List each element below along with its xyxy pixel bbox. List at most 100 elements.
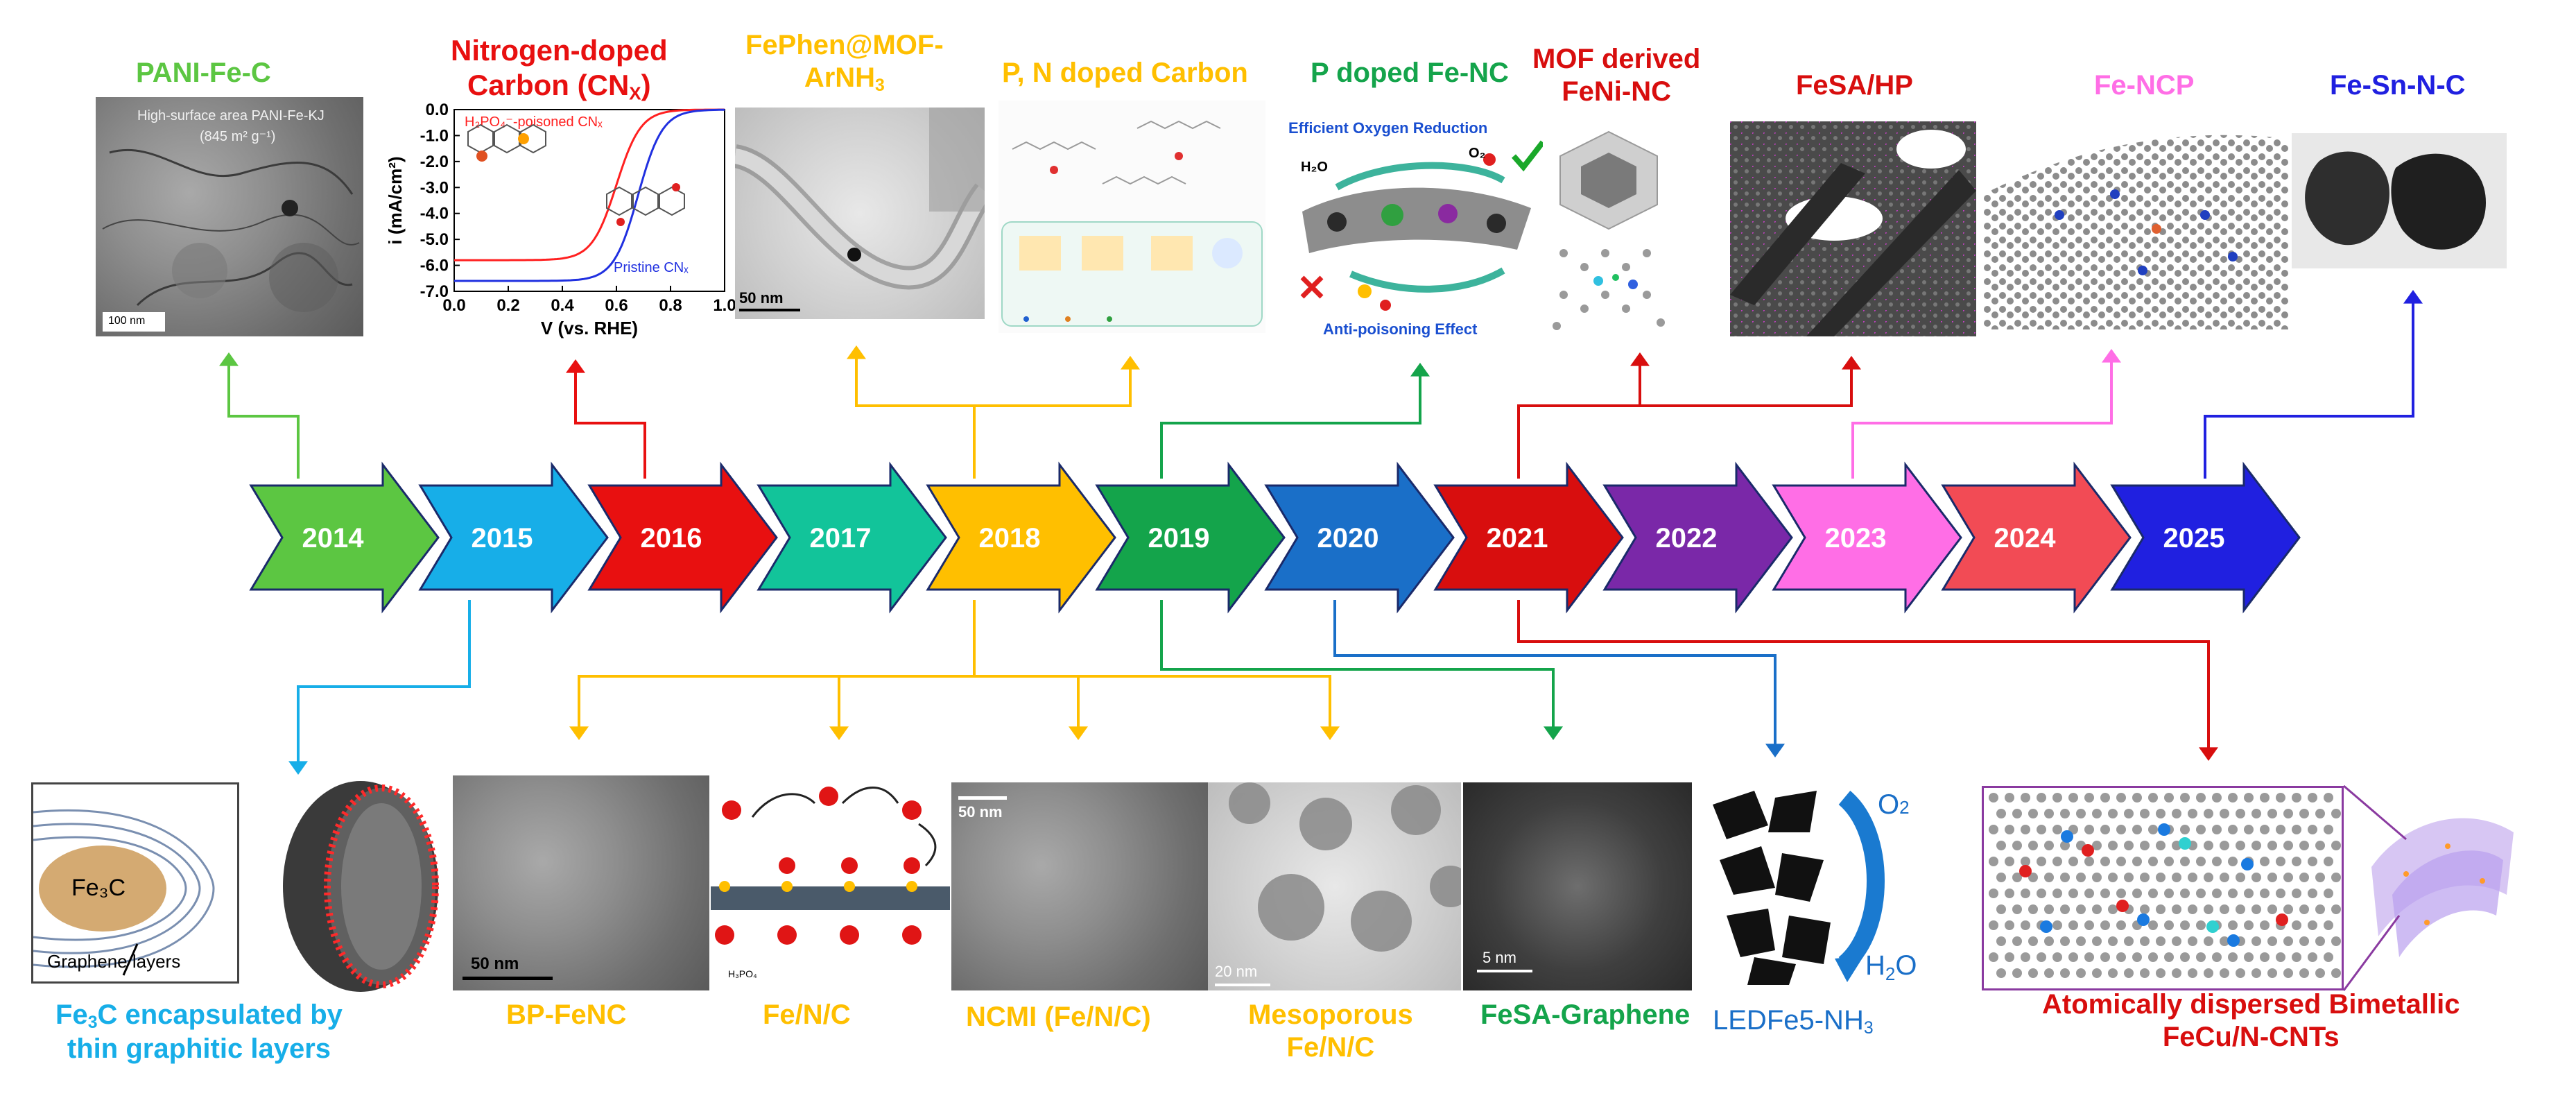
label-ncmi: NCMI (Fe/N/C) xyxy=(966,1002,1151,1032)
cnx-xtick: 0.0 xyxy=(442,296,465,315)
led-h2o: H2O xyxy=(1865,950,1917,984)
connector-bp xyxy=(578,600,976,735)
connector-arrowhead xyxy=(1121,356,1140,370)
connector-arrowhead xyxy=(1765,744,1785,757)
connector-fesahp xyxy=(1640,361,1853,407)
cnx-xlabel: V (vs. RHE) xyxy=(541,318,638,338)
cnx-ytick: -6.0 xyxy=(420,257,449,275)
pfe-o2: O₂ xyxy=(1469,146,1486,161)
pani-caption-1: High-surface area PANI-Fe-KJ xyxy=(137,108,325,123)
connector-arrowhead xyxy=(219,352,239,366)
fe3c-layers-svg xyxy=(33,809,215,976)
pfe-h2o: H₂O xyxy=(1301,160,1328,175)
connector-pn xyxy=(974,361,1132,407)
cnx-xtick: 0.8 xyxy=(659,296,682,315)
cnx-ytick: -1.0 xyxy=(420,126,449,145)
cnx-legend-pristine: Pristine CNₓ xyxy=(614,260,689,275)
bim-nanotube-svg xyxy=(2371,818,2514,957)
fesn-svg xyxy=(2305,151,2486,250)
connector-pfe xyxy=(1160,368,1421,479)
fesag-scale-label: 5 nm xyxy=(1483,949,1516,966)
connector-arrowhead xyxy=(1544,726,1563,740)
connector-arrowhead xyxy=(1410,363,1430,377)
connector-feni xyxy=(1517,357,1641,479)
label-bp: BP-FeNC xyxy=(506,999,627,1030)
year-arrow-2022 xyxy=(1602,461,1793,614)
fe3c-sphere xyxy=(277,775,444,997)
connector-arrowhead xyxy=(1842,356,1861,370)
year-arrow-2023 xyxy=(1772,461,1962,614)
ncmi-tem-image: 50 nm xyxy=(951,782,1208,990)
label-fenc: Fe/N/C xyxy=(763,999,851,1030)
label-fe3c-line2: thin graphitic layers xyxy=(67,1033,331,1065)
led-scheme-svg xyxy=(1713,791,1885,985)
label-pn: P, N doped Carbon xyxy=(1002,58,1248,88)
year-arrow-2017 xyxy=(757,461,947,614)
connector-arrowhead xyxy=(1069,726,1088,740)
fe3c-layers-label: Graphene layers xyxy=(47,951,181,972)
label-pani: PANI-Fe-C xyxy=(136,58,271,88)
year-arrow-2015 xyxy=(418,461,609,614)
connector-fencp xyxy=(1851,354,2113,479)
label-bim: Atomically dispersed Bimetallic FeCu/N-C… xyxy=(2042,988,2460,1054)
connector-meso xyxy=(974,675,1331,735)
fesag-scale-bar xyxy=(1477,970,1532,972)
led-scheme: O2 H2O xyxy=(1699,777,1921,992)
fephen-scale-label: 50 nm xyxy=(739,289,784,307)
bim-lattice xyxy=(1982,786,2344,990)
connector-arrowhead xyxy=(288,761,308,775)
year-arrow-2014 xyxy=(249,461,440,614)
cnx-legend-poisoned: H₂PO₄⁻-poisoned CNₓ xyxy=(465,114,603,130)
ncmi-scale-bar xyxy=(958,796,1007,800)
cnx-xtick: 1.0 xyxy=(713,296,736,315)
meso-scale-label: 20 nm xyxy=(1215,963,1258,980)
meso-scale-bar xyxy=(1215,984,1270,986)
year-arrow-2019 xyxy=(1095,461,1286,614)
fephen-tem-image: 50 nm xyxy=(735,108,985,319)
bp-scale-bar xyxy=(463,977,553,980)
year-arrow-2025 xyxy=(2110,461,2301,614)
cnx-ytick: -7.0 xyxy=(420,282,449,301)
year-label-2020: 2020 xyxy=(1317,523,1379,554)
bp-tem-image: 50 nm xyxy=(453,775,709,990)
label-fesahp: FeSA/HP xyxy=(1796,70,1913,101)
label-fephen-line1: FePhen@MOF- xyxy=(745,30,944,60)
bim-nanotube xyxy=(2365,777,2521,978)
fe3c-core-label: Fe₃C xyxy=(71,875,126,901)
label-pfe: P doped Fe-NC xyxy=(1311,58,1509,88)
bim-lattice-atoms xyxy=(1989,793,2341,978)
cnx-xtick: 0.4 xyxy=(551,296,574,315)
connector-arrowhead xyxy=(2102,349,2121,363)
year-arrow-2020 xyxy=(1264,461,1455,614)
fesahp-svg xyxy=(1730,121,1976,336)
pani-tem-image: High-surface area PANI-Fe-KJ (845 m² g⁻¹… xyxy=(96,97,363,336)
pani-scale-label: 100 nm xyxy=(108,315,146,327)
year-label-2025: 2025 xyxy=(2163,523,2225,554)
cnx-molecule-pristine xyxy=(606,183,685,226)
label-fephen: FePhen@MOF- ArNH3 xyxy=(745,29,944,96)
connector-arrowhead xyxy=(1320,726,1340,740)
label-cnx-line2: Carbon (CNX) xyxy=(467,68,651,104)
cnx-ytick: -5.0 xyxy=(420,230,449,249)
pfe-bottom: Anti-poisoning Effect xyxy=(1323,320,1478,338)
fenc-h3po4: H₃PO₄ xyxy=(728,968,757,979)
connector-arrowhead xyxy=(1630,352,1650,366)
year-label-2023: 2023 xyxy=(1825,523,1887,554)
pfe-scheme-svg xyxy=(1300,140,1545,311)
connector-cnx xyxy=(574,364,646,479)
label-fencp: Fe-NCP xyxy=(2094,70,2195,101)
label-fe3c-line1: Fe3C encapsulated by xyxy=(55,999,343,1033)
connector-fesn xyxy=(2204,295,2414,479)
bim-lattice-svg xyxy=(1989,793,2341,978)
fencp-image xyxy=(1983,111,2288,329)
year-label-2022: 2022 xyxy=(1656,523,1718,554)
cnx-curve-poisoned xyxy=(454,108,725,261)
year-arrow-2021 xyxy=(1433,461,1624,614)
fe3c-sphere-svg xyxy=(283,781,439,992)
meso-svg xyxy=(1229,782,1461,952)
label-meso-line2: Fe/N/C xyxy=(1286,1032,1375,1063)
